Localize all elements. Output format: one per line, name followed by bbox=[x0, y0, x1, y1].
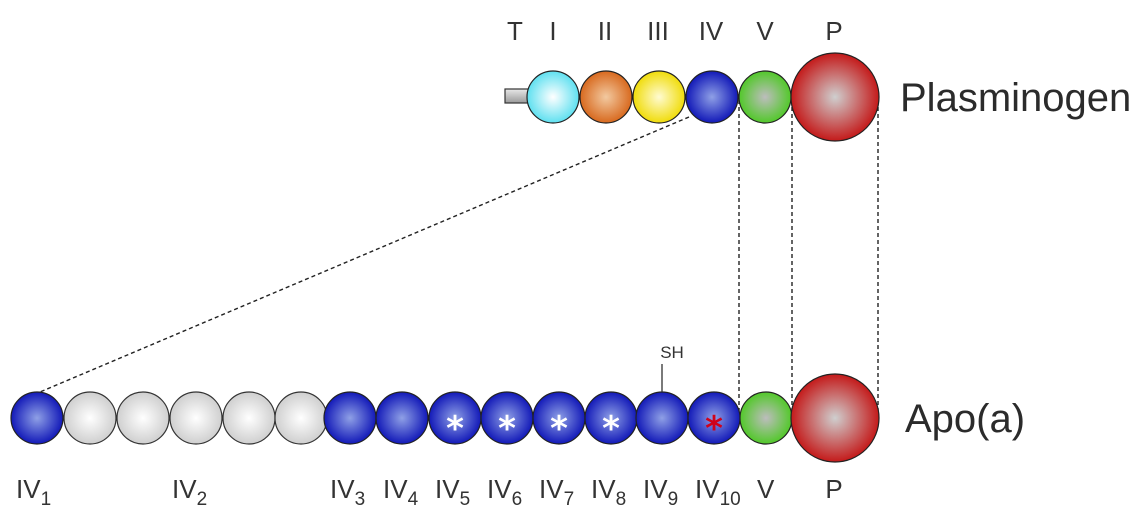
kringle-iv2-repeat-domain bbox=[274, 391, 328, 445]
kringle-ii-domain bbox=[579, 70, 633, 124]
label-iv6: IV6 bbox=[487, 474, 522, 510]
label-iv1: IV1 bbox=[16, 474, 51, 510]
label-p-apoa: P bbox=[825, 474, 842, 504]
kringle-iv4-domain bbox=[375, 391, 429, 445]
kringle-iii-domain bbox=[632, 70, 686, 124]
label-iv5: IV5 bbox=[435, 474, 470, 510]
label-iv7: IV7 bbox=[539, 474, 574, 510]
label-iv4: IV4 bbox=[383, 474, 419, 510]
apoa-row: * * * * * SH IV1 IV2 IV3 IV4 IV5 IV6 IV7… bbox=[10, 343, 1025, 510]
kringle-i-domain bbox=[526, 70, 580, 124]
label-iv: IV bbox=[699, 16, 724, 46]
apoa-domain-labels: IV1 IV2 IV3 IV4 IV5 IV6 IV7 IV8 IV9 IV10… bbox=[16, 474, 843, 510]
label-v: V bbox=[756, 16, 774, 46]
kringle-iv-domain bbox=[685, 70, 739, 124]
asterisk-marker-iv8: * bbox=[602, 409, 620, 449]
label-iv3: IV3 bbox=[330, 474, 365, 510]
plasminogen-row: T I II III IV V P Plasminogen bbox=[504, 16, 1131, 142]
asterisk-marker-iv10: * bbox=[705, 409, 723, 449]
apoa-name: Apo(a) bbox=[905, 397, 1025, 441]
protease-domain bbox=[790, 52, 880, 142]
kringle-iv-expansion-line bbox=[39, 116, 690, 393]
kringle-v-domain-apoa bbox=[739, 391, 793, 445]
tail-peptide bbox=[504, 88, 530, 104]
asterisk-marker-iv7: * bbox=[550, 409, 568, 449]
sh-label: SH bbox=[660, 343, 684, 362]
label-p: P bbox=[825, 16, 842, 46]
plasminogen-name: Plasminogen bbox=[900, 76, 1131, 120]
label-ii: II bbox=[598, 16, 612, 46]
label-iv8: IV8 bbox=[591, 474, 626, 510]
connector-lines bbox=[39, 100, 879, 413]
protease-domain-apoa bbox=[790, 373, 880, 463]
asterisk-marker-iv6: * bbox=[498, 409, 516, 449]
kringle-iv2-repeat-domain bbox=[222, 391, 276, 445]
asterisk-marker-iv5: * bbox=[446, 409, 464, 449]
plasminogen-domain-labels: T I II III IV V P bbox=[507, 16, 843, 46]
label-v-apoa: V bbox=[757, 474, 775, 504]
label-iii: III bbox=[647, 16, 669, 46]
kringle-iv2-repeat-domain bbox=[63, 391, 117, 445]
label-t: T bbox=[507, 16, 523, 46]
label-iv2: IV2 bbox=[172, 474, 207, 510]
label-iv10: IV10 bbox=[695, 474, 741, 510]
kringle-iv3-domain bbox=[323, 391, 377, 445]
label-iv9: IV9 bbox=[643, 474, 678, 510]
kringle-iv9-domain bbox=[635, 391, 689, 445]
kringle-iv2-repeat-domain bbox=[116, 391, 170, 445]
kringle-iv1-domain bbox=[10, 391, 64, 445]
kringle-iv2-repeat-domain bbox=[169, 391, 223, 445]
kringle-v-domain bbox=[738, 70, 792, 124]
label-i: I bbox=[549, 16, 556, 46]
